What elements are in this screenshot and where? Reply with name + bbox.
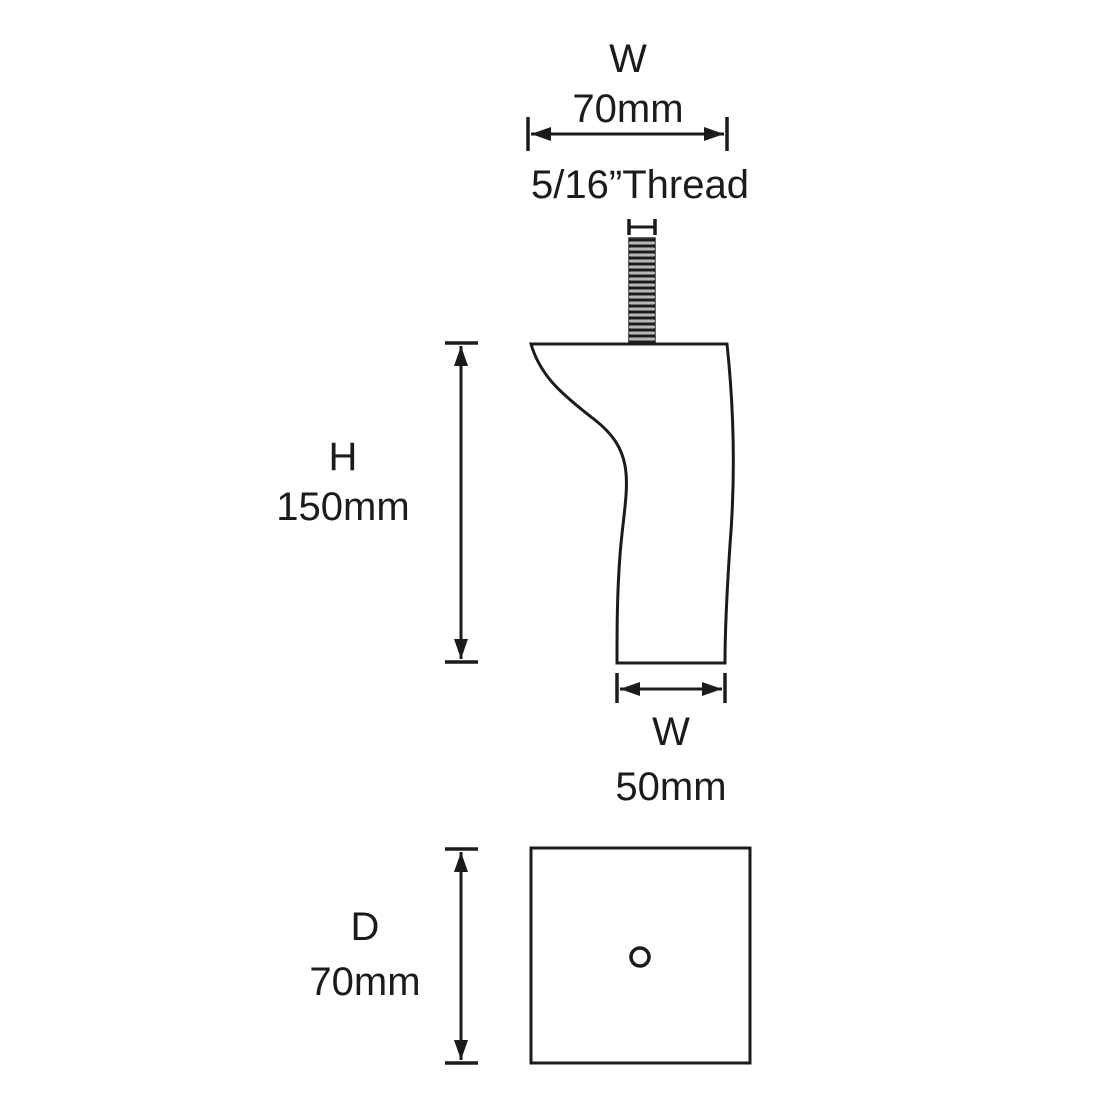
top-width-symbol-label: W	[609, 37, 647, 81]
leg-side-profile-outline	[529, 342, 735, 665]
top-width-dimension-line	[526, 117, 729, 151]
depth-value-label: 70mm	[309, 960, 420, 1004]
top-width-value-label: 70mm	[572, 87, 683, 131]
bottom-width-dimension-line	[615, 673, 727, 703]
bottom-width-symbol-label: W	[652, 710, 690, 754]
height-dimension-line	[445, 341, 478, 664]
height-symbol-label: H	[329, 435, 358, 479]
height-value-label: 150mm	[276, 485, 409, 529]
center-threaded-hole-circle	[629, 946, 651, 968]
depth-dimension-line	[445, 847, 478, 1065]
threaded-bolt-stud	[628, 237, 656, 347]
bottom-width-value-label: 50mm	[615, 765, 726, 809]
depth-symbol-label: D	[351, 905, 380, 949]
thread-spec-label: 5/16”Thread	[531, 163, 749, 207]
thread-width-dimension-marker	[627, 219, 657, 235]
